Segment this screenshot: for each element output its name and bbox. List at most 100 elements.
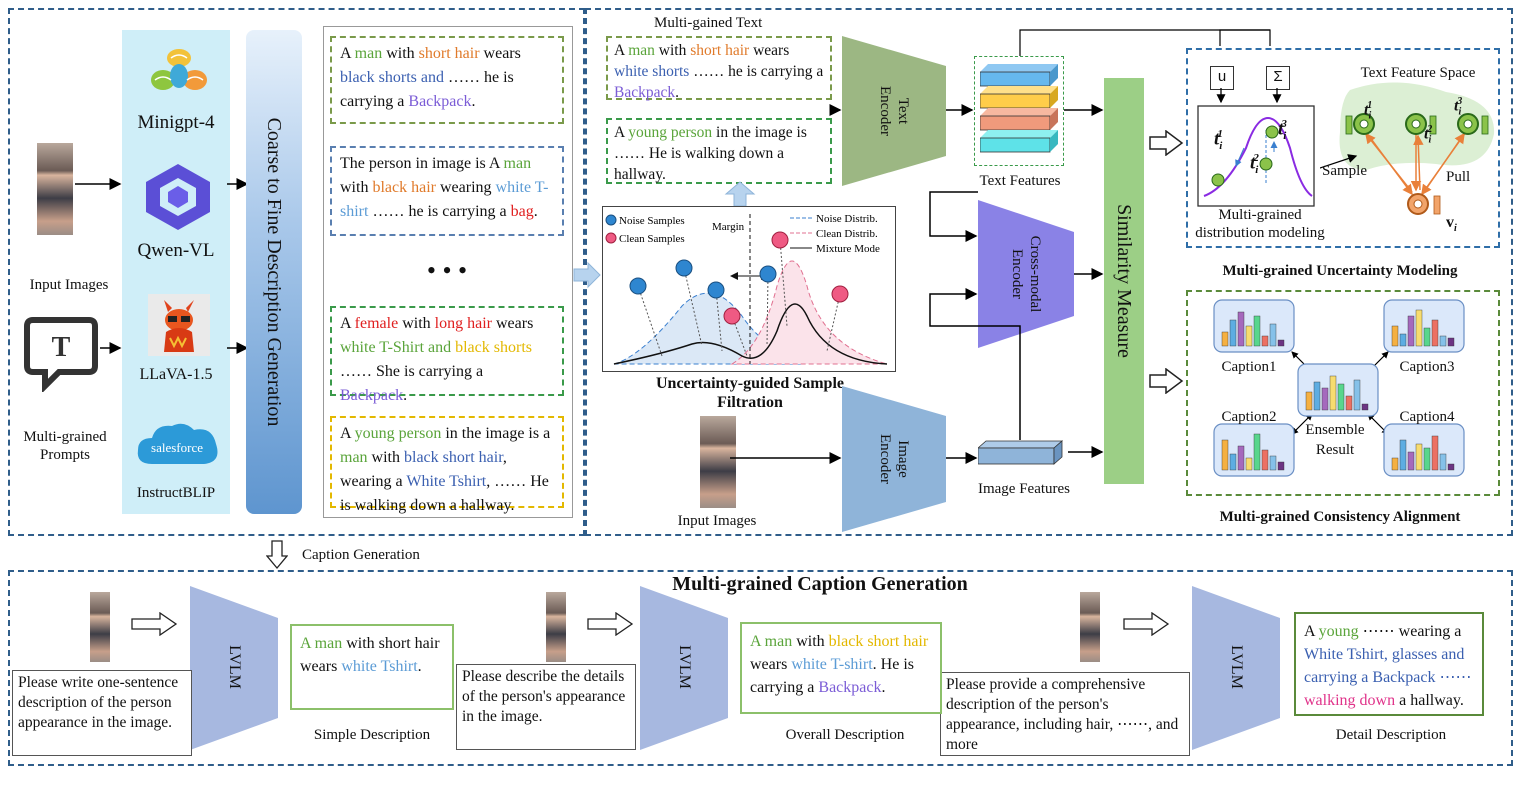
fs-t2-label: ti2: [1424, 124, 1433, 146]
text-fragment: long hair: [434, 315, 492, 332]
mini-chart-bar: [1245, 325, 1253, 347]
mini-chart-bar: [1391, 325, 1399, 347]
caption-card-3: A female with long hair wears white T-Sh…: [330, 306, 564, 404]
text-fragment: in the image is a: [441, 425, 551, 442]
mini-chart-bar: [1423, 327, 1431, 347]
bottom-title: Multi-grained Caption Generation: [672, 573, 968, 595]
bottom-arrow-3: [1123, 612, 1170, 636]
uncertainty-title: Multi-grained Uncertainty Modeling: [1222, 263, 1458, 279]
text-fragment: Backpack: [340, 387, 404, 404]
text-fragment: .: [471, 93, 476, 110]
text-fragment: A man: [750, 633, 793, 650]
multi-gained-text-label: Multi-gained Text: [654, 15, 763, 31]
mini-chart-bar: [1407, 451, 1415, 471]
mini-chart-bar: [1277, 339, 1285, 347]
mini-chart-bar: [1261, 449, 1269, 471]
detail-description-label: Detail Description: [1335, 727, 1447, 743]
text-fragment: White Tshirt, glasses and carrying a Bac…: [1304, 646, 1472, 686]
sample-label: Sample: [1322, 163, 1367, 179]
lvlm-shape-1: [190, 586, 278, 750]
text-fragment: white shorts: [614, 63, 690, 80]
salesforce-logo-icon: salesforce: [137, 423, 218, 464]
overall-description-label: Overall Description: [785, 727, 905, 743]
model-instructblip: InstructBLIP: [136, 485, 216, 501]
fs-t1-label: ti1: [1364, 100, 1373, 122]
model-qwen: Qwen-VL: [137, 240, 215, 261]
text-fragment: young person: [628, 124, 713, 141]
text-fragment: . He is carrying a: [750, 656, 914, 696]
caption-card-1: A man with short hair wears black shorts…: [330, 36, 564, 124]
text-fragment: White Tshirt: [406, 473, 487, 490]
caption4-label: Caption4: [1399, 409, 1455, 425]
text-fragment: .: [403, 387, 408, 404]
mini-chart-bar: [1269, 455, 1277, 471]
t-i-3-label: ti3: [1278, 118, 1287, 143]
text-fragment: A: [340, 425, 355, 442]
cross-modal-encoder-shape: [978, 200, 1074, 348]
caption-card-4: A young person in the image is a man wit…: [330, 416, 564, 514]
bottom-frame: [8, 570, 1513, 766]
text-fragment: man: [628, 42, 655, 59]
text-card-1: A man with short hair wears white shorts…: [606, 36, 832, 101]
prompt-box-1: Please write one-sentence description of…: [12, 670, 192, 756]
simple-description-label: Simple Description: [313, 727, 431, 743]
mini-chart-bar: [1261, 335, 1269, 347]
mini-chart-bar: [1305, 391, 1313, 411]
feature-space-nodes: [1320, 113, 1489, 215]
text-fragment: black short hair: [404, 449, 503, 466]
caption-generation-label: Caption Generation: [302, 547, 420, 563]
svg-text:T: T: [52, 332, 71, 363]
text-fragment: …… She is carrying a: [340, 363, 484, 380]
text-fragment: white T-shirt: [340, 179, 549, 220]
text-fragment: white T-shirt: [791, 656, 873, 673]
mini-chart-bar: [1447, 463, 1455, 471]
mini-chart-bar: [1415, 443, 1423, 471]
distribution-modeling-label: Multi-grained distribution modeling: [1195, 207, 1325, 241]
bottom-image-2: [546, 592, 566, 662]
prompt-box-2: Please describe the details of the perso…: [456, 664, 636, 750]
middle-connectors: [730, 29, 1271, 464]
text-fragment: with: [340, 179, 373, 196]
lvlm-shape-2: [640, 586, 728, 750]
mini-chart-bar: [1431, 319, 1439, 347]
mini-chart-bar: [1313, 381, 1321, 411]
text-fragment: , wearing a: [340, 449, 507, 490]
mini-chart-bar: [1229, 453, 1237, 471]
coarse-to-fine-bar: [246, 30, 302, 514]
lvlm-label-1: LVLM: [226, 645, 243, 689]
model-llava: LLaVA-1.5: [139, 366, 213, 383]
text-fragment: man: [340, 449, 368, 466]
text-features-box: [974, 56, 1064, 166]
distribution-plot: [1197, 88, 1315, 207]
mini-chart-bar: [1415, 309, 1423, 347]
text-fragment: .: [417, 658, 422, 675]
caption1-label: Caption1: [1221, 359, 1277, 375]
text-fragment: with: [398, 315, 435, 332]
svg-text:salesforce: salesforce: [151, 440, 203, 455]
text-fragment: ⋯⋯ wearing a: [1358, 623, 1462, 640]
text-fragment: Backpack: [614, 84, 676, 101]
text-fragment: .: [675, 84, 679, 101]
text-fragment: bag: [510, 203, 534, 220]
mini-chart-bar: [1399, 439, 1407, 471]
bottom-image-1: [90, 592, 110, 662]
pull-label: Pull: [1446, 169, 1471, 185]
input-arrows: [75, 178, 122, 354]
mini-chart-bar: [1221, 439, 1229, 471]
consistency-title: Multi-grained Consistency Alignment: [1219, 509, 1461, 525]
svg-text:Clean Samples: Clean Samples: [619, 233, 685, 245]
text-fragment: Backpack: [408, 93, 472, 110]
mini-chart-bar: [1439, 335, 1447, 347]
t-i-2-label: ti2: [1250, 152, 1259, 177]
text-fragment: A: [614, 124, 629, 141]
block-arrow-consistency: [1149, 368, 1184, 394]
text-fragment: with: [367, 449, 404, 466]
mini-chart-bar: [1337, 383, 1345, 411]
mini-chart-bar: [1391, 457, 1399, 471]
llava-logo-icon: [148, 294, 210, 356]
fs-v-label: vi: [1446, 214, 1457, 235]
text-fragment: short hair: [690, 42, 750, 59]
uncertainty-panel: [1186, 48, 1500, 248]
middle-input-image: [700, 416, 736, 508]
similarity-measure-bar: [1104, 78, 1144, 484]
